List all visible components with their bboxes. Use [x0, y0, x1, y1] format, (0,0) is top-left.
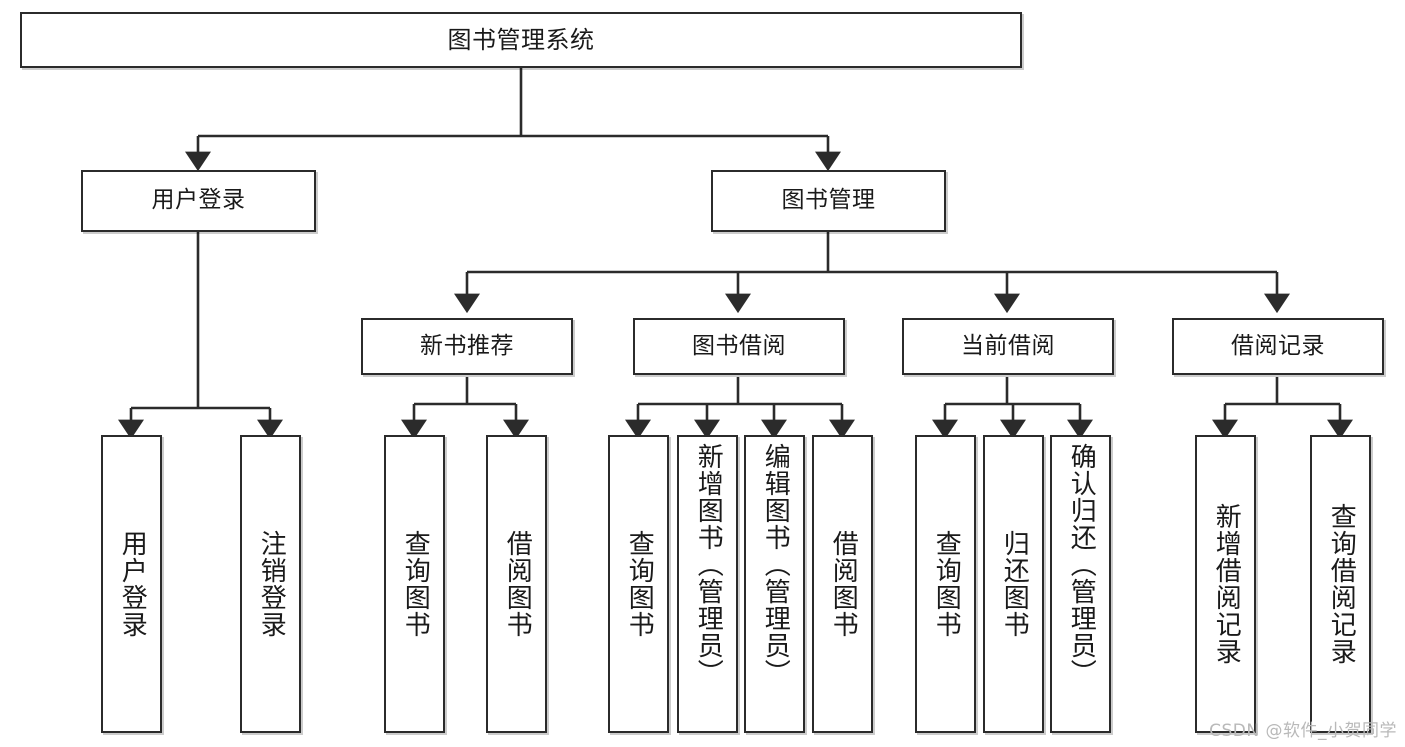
node-label: 图书借阅 — [692, 332, 786, 359]
node-label: 借阅图书 — [502, 530, 533, 638]
node-label: 用户登录 — [151, 187, 246, 214]
leaf-record-query-borrow-record[interactable]: 查询借阅记录 — [1310, 435, 1371, 733]
node-new-book-recommend[interactable]: 新书推荐 — [361, 318, 573, 375]
node-user-login[interactable]: 用户登录 — [81, 170, 316, 232]
leaf-current-query-book[interactable]: 查询图书 — [915, 435, 976, 733]
leaf-borrow-edit-book-admin[interactable]: 编辑图书（管理员） — [744, 435, 805, 733]
node-label: 当前借阅 — [961, 332, 1055, 359]
leaf-user-login[interactable]: 用户登录 — [101, 435, 162, 733]
node-borrow-record[interactable]: 借阅记录 — [1172, 318, 1384, 375]
node-label: 图书管理 — [781, 187, 876, 214]
node-label: 查询图书 — [400, 530, 431, 638]
node-label: 确认归还（管理员） — [1066, 443, 1097, 686]
node-label: 归还图书 — [999, 530, 1030, 638]
node-label: 新增借阅记录 — [1211, 503, 1242, 665]
node-label: 借阅图书 — [828, 530, 859, 638]
node-label: 查询图书 — [931, 530, 962, 638]
node-label: 查询借阅记录 — [1326, 503, 1357, 665]
node-label: 借阅记录 — [1231, 332, 1325, 359]
node-label: 新书推荐 — [420, 332, 514, 359]
node-label: 编辑图书（管理员） — [760, 443, 791, 686]
leaf-logout[interactable]: 注销登录 — [240, 435, 301, 733]
leaf-borrow-query-book[interactable]: 查询图书 — [608, 435, 669, 733]
node-current-borrow[interactable]: 当前借阅 — [902, 318, 1114, 375]
leaf-borrow-add-book-admin[interactable]: 新增图书（管理员） — [677, 435, 738, 733]
leaf-current-return-book[interactable]: 归还图书 — [983, 435, 1044, 733]
node-label: 新增图书（管理员） — [693, 443, 724, 686]
node-label: 注销登录 — [256, 530, 287, 638]
node-label: 查询图书 — [624, 530, 655, 638]
leaf-borrow-borrow-book[interactable]: 借阅图书 — [812, 435, 873, 733]
node-book-management[interactable]: 图书管理 — [711, 170, 946, 232]
leaf-newbook-query-book[interactable]: 查询图书 — [384, 435, 445, 733]
leaf-current-confirm-return-admin[interactable]: 确认归还（管理员） — [1050, 435, 1111, 733]
node-label: 图书管理系统 — [447, 25, 595, 54]
node-root-book-management-system[interactable]: 图书管理系统 — [20, 12, 1022, 68]
leaf-record-add-borrow-record[interactable]: 新增借阅记录 — [1195, 435, 1256, 733]
node-label: 用户登录 — [117, 530, 148, 638]
leaf-newbook-borrow-book[interactable]: 借阅图书 — [486, 435, 547, 733]
node-book-borrow[interactable]: 图书借阅 — [633, 318, 845, 375]
watermark-text: CSDN @软件_小贺同学 — [1209, 721, 1397, 741]
